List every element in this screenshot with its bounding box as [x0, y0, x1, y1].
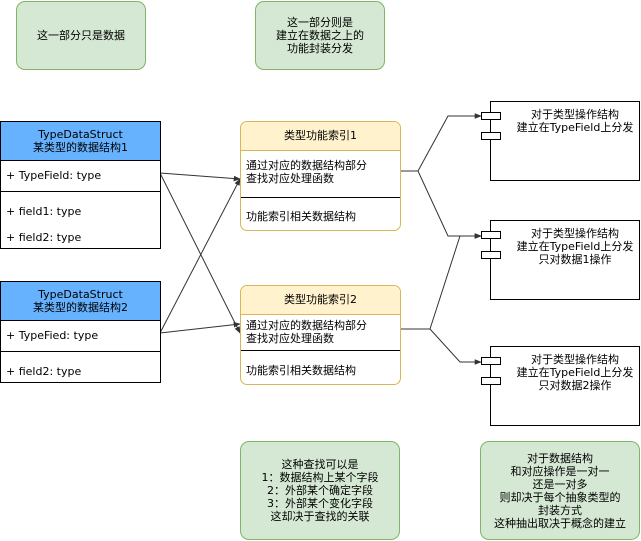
type-data-struct-1[interactable]: TypeDataStruct 某类型的数据结构1 + TypeField: ty…	[0, 121, 161, 249]
edge-struct2-index2	[159, 321, 241, 334]
struct-divider	[1, 351, 160, 352]
note-relation: 对于数据结构 和对应操作是一对一 还是一对多 则却决于每个抽象类型的 封装方式 …	[480, 441, 640, 540]
type-function-index-1[interactable]: 类型功能索引1 通过对应的数据结构部分 查找对应处理函数 功能索引相关数据结构	[240, 121, 401, 231]
component-port	[481, 251, 501, 259]
component-port	[481, 132, 501, 140]
edge-index2-comp2	[400, 233, 482, 330]
component-label: 对于类型操作结构 建立在TypeField上分发 只对数据1操作	[516, 227, 634, 266]
type-operation-component-2[interactable]: 对于类型操作结构 建立在TypeField上分发 只对数据1操作	[481, 220, 640, 300]
index-lookup-text: 通过对应的数据结构部分 查找对应处理函数	[246, 319, 367, 345]
edge-index2-comp3	[400, 328, 482, 365]
struct-header: TypeDataStruct 某类型的数据结构1	[1, 122, 160, 161]
edge-index1-comp1	[400, 113, 482, 172]
index-divider	[241, 197, 400, 198]
note-data-only: 这一部分只是数据	[16, 1, 146, 70]
index-related-text: 功能索引相关数据结构	[246, 364, 356, 377]
struct-field: + field2: type	[6, 231, 82, 244]
type-function-index-2[interactable]: 类型功能索引2 通过对应的数据结构部分 查找对应处理函数 功能索引相关数据结构	[240, 285, 401, 385]
edge-index1-comp2	[400, 170, 482, 239]
edge-struct1-index1	[159, 172, 241, 182]
struct-header: TypeDataStruct 某类型的数据结构2	[1, 282, 160, 321]
struct-field: + field2: type	[6, 365, 82, 378]
component-port	[481, 231, 501, 239]
component-port	[481, 357, 501, 365]
struct-field: + field1: type	[6, 205, 82, 218]
type-operation-component-1[interactable]: 对于类型操作结构 建立在TypeField上分发	[481, 101, 640, 181]
component-label: 对于类型操作结构 建立在TypeField上分发	[516, 108, 634, 134]
index-header: 类型功能索引1	[241, 122, 400, 151]
type-data-struct-2[interactable]: TypeDataStruct 某类型的数据结构2 + TypeFied: typ…	[0, 281, 161, 383]
edge-struct1-index2	[159, 172, 241, 334]
index-divider	[241, 350, 400, 351]
type-operation-component-3[interactable]: 对于类型操作结构 建立在TypeField上分发 只对数据2操作	[481, 346, 640, 426]
struct-key-field: + TypeField: type	[6, 169, 102, 182]
component-label: 对于类型操作结构 建立在TypeField上分发 只对数据2操作	[516, 353, 634, 392]
index-related-text: 功能索引相关数据结构	[246, 210, 356, 223]
index-lookup-text: 通过对应的数据结构部分 查找对应处理函数	[246, 159, 367, 185]
index-header: 类型功能索引2	[241, 286, 400, 315]
edge-struct2-index1	[159, 178, 241, 334]
note-function-dispatch: 这一部分则是 建立在数据之上的 功能封装分发	[255, 1, 385, 70]
struct-divider	[1, 191, 160, 192]
struct-key-field: + TypeFied: type	[6, 329, 99, 342]
component-port	[481, 112, 501, 120]
note-lookup: 这种查找可以是 1：数据结构上某个字段 2：外部某个确定字段 3：外部某个变化字…	[240, 441, 400, 540]
component-port	[481, 377, 501, 385]
